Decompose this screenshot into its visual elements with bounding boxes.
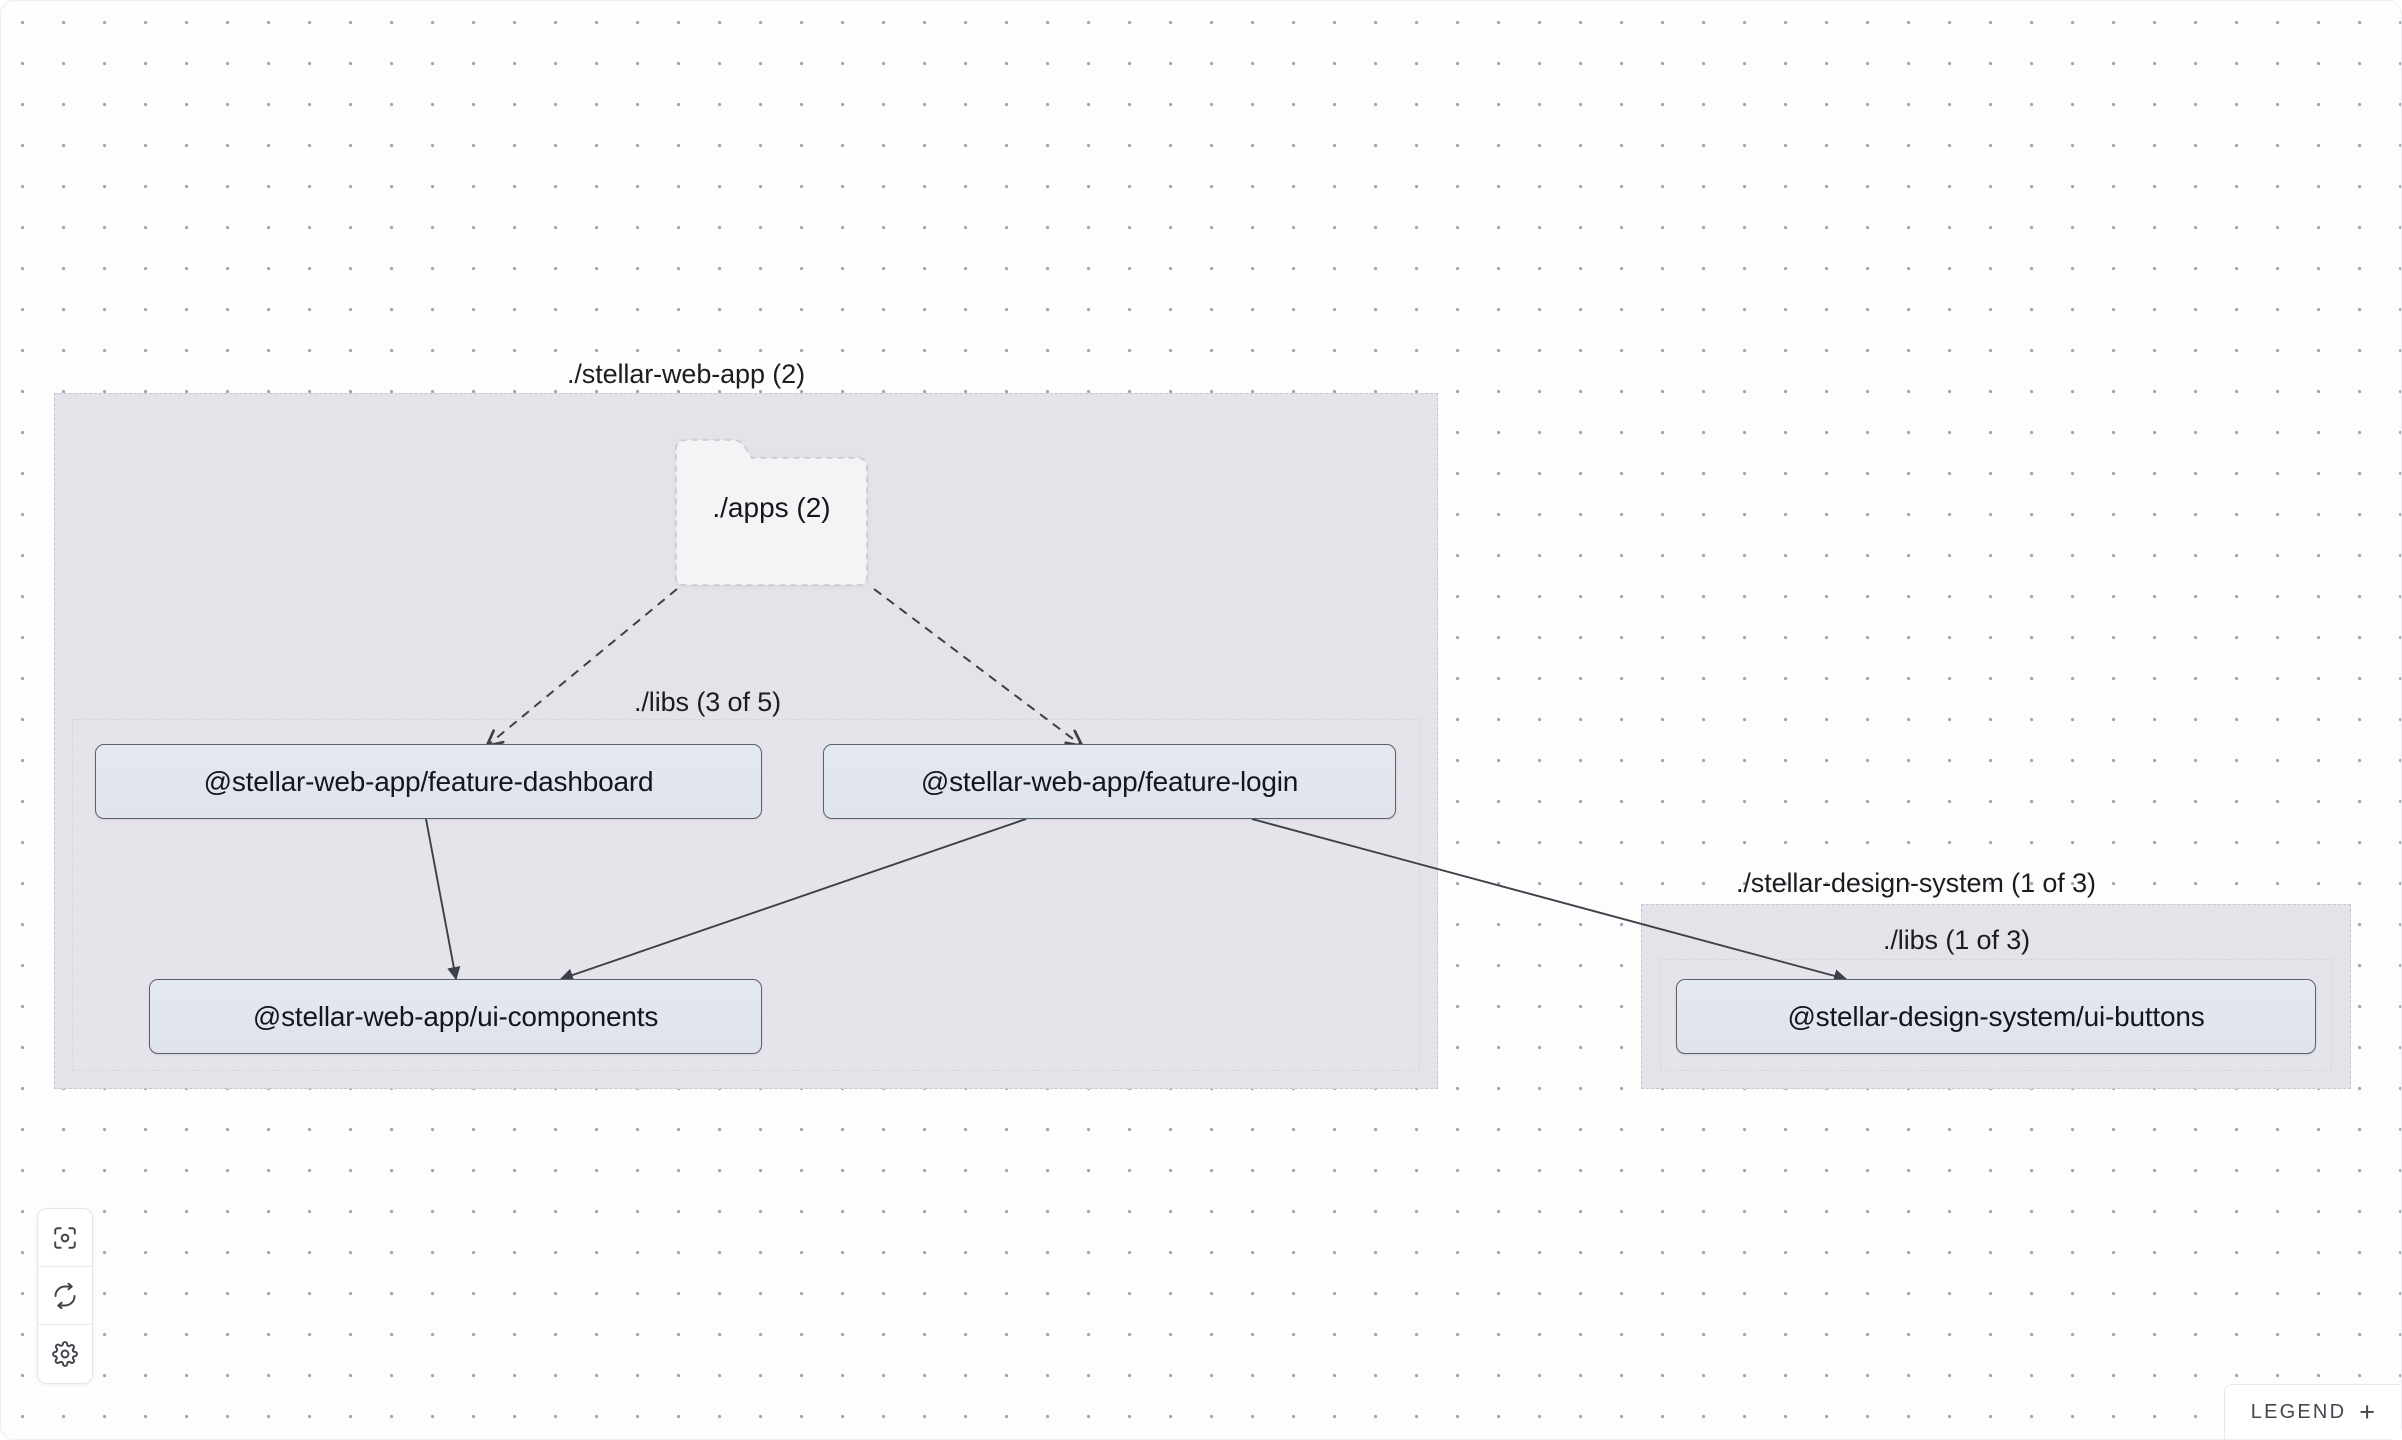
node-feature-login[interactable]: @stellar-web-app/feature-login xyxy=(823,744,1396,819)
focus-target-icon xyxy=(54,1226,76,1249)
node-ui-buttons[interactable]: @stellar-design-system/ui-buttons xyxy=(1676,979,2316,1054)
folder-apps-label: ./apps (2) xyxy=(712,492,831,523)
gear-icon xyxy=(52,1341,78,1367)
folder-shape-icon xyxy=(675,439,868,586)
node-feature-dashboard-label: @stellar-web-app/feature-dashboard xyxy=(203,765,654,797)
legend-toggle[interactable]: LEGEND + xyxy=(2223,1384,2401,1439)
legend-expand-icon: + xyxy=(2359,1396,2375,1427)
node-ui-components[interactable]: @stellar-web-app/ui-components xyxy=(149,979,762,1054)
node-ui-buttons-label: @stellar-design-system/ui-buttons xyxy=(1787,1000,2205,1032)
legend-label: LEGEND xyxy=(2250,1400,2347,1423)
node-feature-login-label: @stellar-web-app/feature-login xyxy=(920,765,1299,797)
canvas-controls[interactable] xyxy=(37,1208,93,1384)
node-feature-dashboard[interactable]: @stellar-web-app/feature-dashboard xyxy=(95,744,762,819)
group-title-stellar-design-system-libs: ./libs (1 of 3) xyxy=(1883,925,2031,955)
focus-button[interactable] xyxy=(38,1209,92,1267)
refresh-button[interactable] xyxy=(38,1267,92,1325)
settings-button[interactable] xyxy=(38,1325,92,1383)
group-title-stellar-web-app-libs: ./libs (3 of 5) xyxy=(634,687,782,717)
group-title-stellar-web-app: ./stellar-web-app (2) xyxy=(567,359,805,389)
folder-apps[interactable]: ./apps (2) xyxy=(670,436,873,589)
node-ui-components-label: @stellar-web-app/ui-components xyxy=(252,1000,659,1032)
refresh-icon xyxy=(54,1282,76,1309)
group-title-stellar-design-system: ./stellar-design-system (1 of 3) xyxy=(1736,868,2096,898)
